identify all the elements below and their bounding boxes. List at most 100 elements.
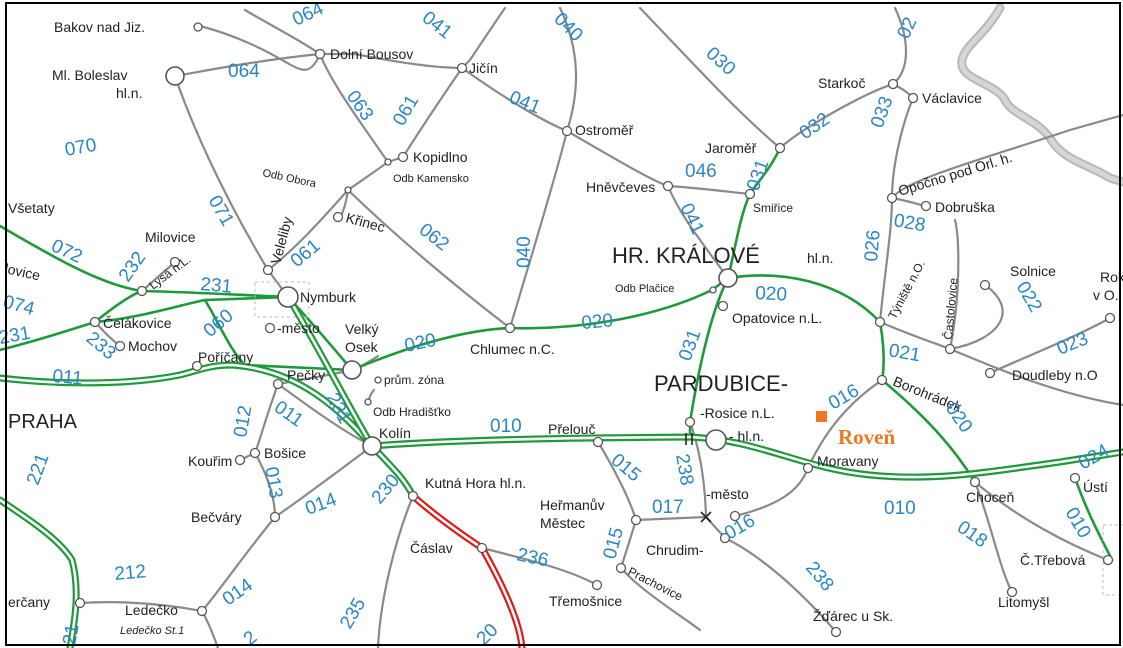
station-label: Městec [540, 515, 585, 531]
station-label: Kouřim [188, 453, 232, 469]
line-number: 024 [1075, 440, 1113, 474]
station-label: Kolín [379, 425, 411, 441]
station-label: -město [277, 320, 320, 336]
station-label: PARDUBICE- [654, 371, 788, 396]
line-number: 071 [204, 192, 238, 230]
line-number: 018 [953, 517, 991, 552]
station-label: Týniště n.O. [885, 258, 928, 322]
station-label: Doudleby n.O [1012, 367, 1098, 383]
station-label: hl.n. [116, 85, 142, 101]
line-number: 231 [200, 274, 233, 298]
station-label: Smiřice [753, 201, 793, 215]
line-number: 041 [506, 87, 543, 118]
nymburk-station-area [254, 281, 310, 318]
line-number: 238 [801, 558, 837, 596]
station-label: Žďárec u Sk. [813, 608, 893, 624]
line-number: 064 [289, 0, 327, 31]
station-label: -Rosice n.L. [700, 405, 775, 421]
line-number: 028 [892, 210, 927, 236]
station-label: Ústí [1083, 479, 1108, 495]
station-label: Bakov nad Jiz. [54, 19, 145, 35]
line-number: 020 [755, 283, 788, 306]
station-label: Č.Třebová [1020, 552, 1086, 568]
line-number: 212 [114, 561, 147, 585]
station-label: Čáslav [410, 540, 453, 556]
station-label: Litomyšl [998, 594, 1049, 610]
station-label: Dolní Bousov [330, 46, 413, 62]
station-label: Ml. Boleslav [52, 67, 127, 83]
line-number: 015 [607, 450, 645, 486]
station-label: Odb Hradišťko [373, 405, 451, 419]
trebova-station-area [1102, 524, 1123, 596]
roven-marker [816, 411, 827, 422]
line-number: 022 [1012, 278, 1046, 316]
station-label: Ledečko [125, 602, 178, 618]
line-number: 02 [893, 14, 921, 42]
line-number: 070 [63, 135, 98, 161]
line-number: 072 [48, 235, 86, 267]
line-number: 20 [473, 620, 503, 648]
line-number: 016 [825, 380, 863, 414]
line-number: 233 [82, 328, 120, 364]
station-label: Všetaty [8, 200, 55, 216]
line-number: 023 [1054, 328, 1091, 359]
station-label: - hl.n. [729, 428, 764, 444]
line-number: 010 [884, 498, 916, 519]
line-number: 232 [115, 248, 150, 286]
station-label: prům. zóna [384, 373, 444, 387]
station-label: HR. KRÁLOVÉ [612, 243, 760, 268]
station-label: Chrudim- [646, 542, 704, 558]
line-number: 040 [549, 9, 586, 46]
line-number: 010 [490, 416, 522, 437]
line-number: 040 [514, 236, 535, 268]
line-number: 030 [702, 43, 740, 80]
line-number: 041 [418, 7, 456, 43]
line-number: 062 [415, 219, 453, 255]
line-number: 061 [287, 235, 325, 271]
station-label: Heřmanův [540, 497, 605, 513]
line-number: 021 [887, 340, 922, 366]
station-label: Milovice [145, 229, 196, 245]
station-label: Kopidlno [413, 149, 468, 165]
line-number: 013 [260, 465, 286, 500]
line-number: 238 [671, 452, 697, 487]
station-label: Lysá n.L. [146, 252, 193, 292]
station-label: Solnice [1010, 263, 1056, 279]
line-number: 221 [23, 451, 54, 488]
line-number: 21 [59, 622, 83, 646]
line-number: 012 [230, 404, 256, 439]
station-label: -město [706, 486, 749, 502]
line-number: 236 [515, 544, 550, 571]
line-number: 026 [861, 229, 885, 262]
station-label: Odb Obora [261, 167, 318, 190]
station-label: Bošice [264, 445, 306, 461]
station-label: Odb Kamensko [393, 173, 469, 185]
stations [74, 22, 1116, 638]
line-number: 020 [581, 310, 614, 334]
station-label: Odb Plačice [615, 283, 674, 295]
station-label: Hněvčeves [586, 179, 655, 195]
line-number: 014 [219, 574, 257, 610]
station-label: Choceň [966, 489, 1014, 505]
main-lines [0, 146, 1114, 562]
line-number: 017 [652, 497, 684, 518]
state-border [957, 3, 1123, 187]
line-number: 010 [1061, 504, 1095, 542]
line-number: 235 [336, 595, 370, 633]
line-number: 011 [52, 366, 84, 390]
line-number: 020 [403, 330, 438, 357]
station-label: Osek [345, 339, 379, 355]
station-label: Opočno pod Orl. h. [896, 149, 1014, 199]
station-label: Křinec [344, 209, 386, 235]
station-label: Jaroměř [705, 140, 757, 156]
line-number: 064 [228, 61, 260, 82]
station-label: Chlumec n.C. [470, 341, 555, 357]
roven-label: Roveň [838, 425, 895, 449]
junction-marks [685, 433, 712, 523]
station-label: Ostroměř [575, 122, 634, 138]
line-number: 033 [867, 94, 898, 131]
map-frame [5, 2, 1121, 646]
station-label: v O. ho [1093, 287, 1123, 303]
station-label: Rokyt [1100, 269, 1123, 285]
